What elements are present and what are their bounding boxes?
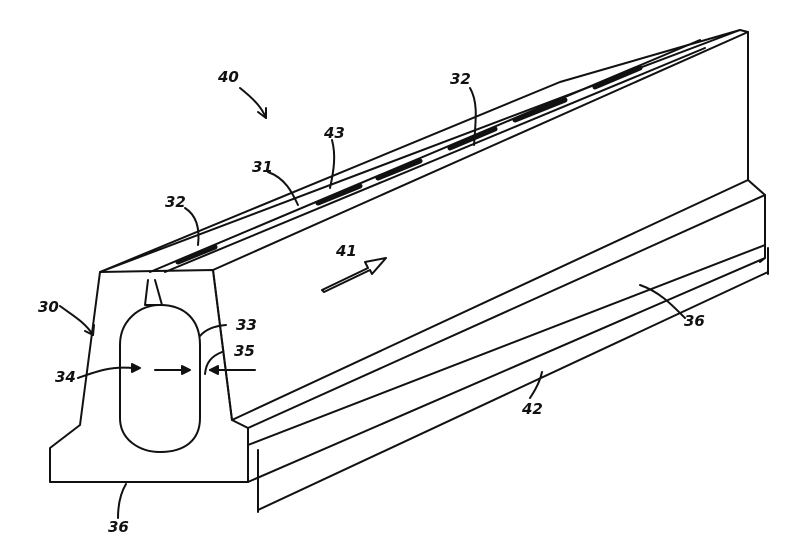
- ref-label-36-side: 36: [684, 312, 705, 330]
- ref-label-32-right: 32: [450, 70, 471, 88]
- leader-30: [59, 305, 94, 336]
- top-back-edge: [99, 29, 741, 273]
- leader-43: [329, 139, 336, 189]
- top-surface-edges: [99, 29, 749, 273]
- arrow-head-34: [181, 365, 191, 375]
- ref-label-34: 34: [55, 368, 76, 386]
- leader-36-bottom: [117, 483, 127, 519]
- ref-label-40: 40: [218, 68, 239, 86]
- side-shoulder-edge: [231, 179, 749, 421]
- ref-label-41: 41: [336, 242, 357, 260]
- ref-label-33: 33: [236, 316, 257, 334]
- arrow-head-35: [209, 365, 219, 375]
- leader-32-left: [184, 207, 200, 246]
- leader-34: [77, 366, 133, 379]
- side-base-top: [247, 244, 766, 446]
- right-end-face: [747, 31, 766, 263]
- ref-label-30: 30: [38, 298, 59, 316]
- leader-33: [199, 324, 227, 337]
- ref-label-31: 31: [252, 158, 273, 176]
- leader-30-head: [84, 324, 95, 336]
- direction-arrow-41: [321, 257, 387, 293]
- leader-40-head: [257, 107, 267, 119]
- leader-40: [239, 87, 267, 119]
- dimension-line-42: [257, 271, 769, 511]
- leader-31: [267, 171, 299, 206]
- leader-32-right: [469, 87, 477, 146]
- ref-label-32-left: 32: [165, 193, 186, 211]
- slot-edge-2: [164, 47, 706, 273]
- leader-35: [204, 351, 223, 375]
- leader-36-side: [639, 284, 686, 319]
- ref-label-43: 43: [324, 124, 345, 142]
- ref-label-42: 42: [522, 400, 543, 418]
- side-lower-shoulder: [247, 194, 766, 429]
- side-upper-edge: [212, 269, 233, 421]
- side-base-bottom: [247, 257, 766, 483]
- slot-segments: [175, 65, 643, 265]
- ref-label-35: 35: [234, 342, 255, 360]
- wedge-slot: [144, 279, 163, 306]
- leader-34-head: [131, 363, 141, 373]
- ref-label-36-bottom: 36: [108, 518, 129, 536]
- leader-42: [529, 371, 543, 399]
- oval-cavity: [119, 304, 201, 453]
